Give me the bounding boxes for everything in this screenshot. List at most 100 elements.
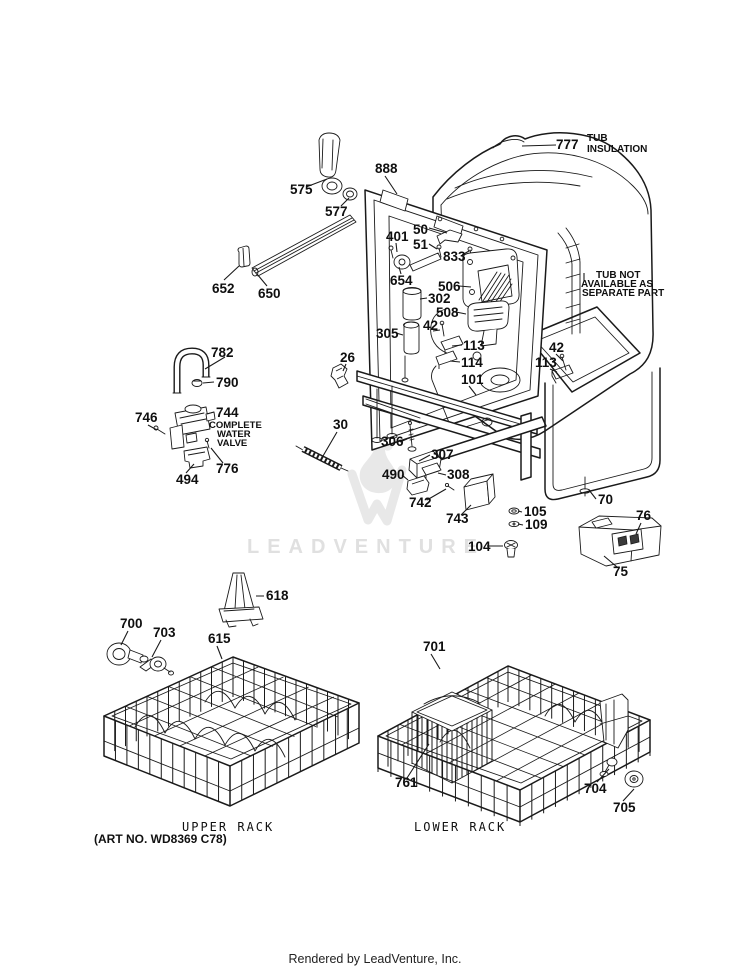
part-label-76: 76 xyxy=(636,508,652,523)
part-label-109: 109 xyxy=(525,517,548,532)
cone-618 xyxy=(218,572,264,628)
part-label-75: 75 xyxy=(613,564,629,579)
watermark-text: LEADVENTURE xyxy=(247,536,485,558)
ring-577 xyxy=(342,187,358,201)
part-label-113-left: 113 xyxy=(463,338,485,353)
note-tub-insulation-1: TUB xyxy=(587,133,608,144)
fill-hose-782 xyxy=(172,347,211,394)
part-label-703: 703 xyxy=(153,625,176,640)
part-label-401: 401 xyxy=(386,229,409,244)
door-latch-75-drawing xyxy=(578,515,662,567)
part-label-114: 114 xyxy=(461,355,483,370)
part-label-746: 746 xyxy=(135,410,158,425)
bracket-50 xyxy=(436,229,463,245)
clamp-790 xyxy=(191,379,203,387)
part-label-50: 50 xyxy=(413,222,428,237)
part-label-306: 306 xyxy=(381,434,404,449)
part-label-101: 101 xyxy=(461,372,484,387)
footer-credit: Rendered by LeadVenture, Inc. xyxy=(288,952,461,966)
rack-corner-mount xyxy=(599,693,629,749)
bracket-114 xyxy=(435,350,458,369)
part-label-307: 307 xyxy=(431,447,454,462)
screw-742 xyxy=(444,482,455,491)
part-label-888: 888 xyxy=(375,161,398,176)
bracket-26 xyxy=(330,363,349,389)
part-label-30: 30 xyxy=(333,417,348,432)
screw-776 xyxy=(204,437,210,449)
part-label-776: 776 xyxy=(216,461,239,476)
part-label-833: 833 xyxy=(443,249,466,264)
tub-insulation-fold xyxy=(557,227,581,335)
vent-grille-506 xyxy=(462,248,520,308)
part-label-508: 508 xyxy=(436,305,459,320)
part-label-105: 105 xyxy=(524,504,547,519)
part-label-618: 618 xyxy=(266,588,289,603)
clip-652 xyxy=(237,245,251,268)
silverware-basket-761 xyxy=(411,691,493,784)
upper-rack-drawing xyxy=(103,656,360,807)
leadventure-watermark: LEADVENTURE xyxy=(247,414,485,558)
roller-700 xyxy=(106,642,149,666)
base-frame-drawing xyxy=(356,367,661,501)
part-label-305: 305 xyxy=(376,326,399,341)
part-label-308: 308 xyxy=(447,467,470,482)
door-gasket-650 xyxy=(251,214,357,277)
screw-104 xyxy=(504,540,518,558)
part-label-490: 490 xyxy=(382,467,405,482)
leader-lines xyxy=(120,144,642,802)
detergent-dispenser-parts xyxy=(388,229,473,383)
part-label-302: 302 xyxy=(428,291,451,306)
note-valve-3: VALVE xyxy=(217,438,247,449)
part-label-704: 704 xyxy=(584,781,607,796)
part-label-744: 744 xyxy=(216,405,239,420)
part-label-650: 650 xyxy=(258,286,281,301)
inner-door-panel-drawing xyxy=(364,189,548,451)
part-label-700: 700 xyxy=(120,616,143,631)
watermark-v-icon xyxy=(347,465,407,526)
tub-bottom-shelf xyxy=(526,306,641,393)
bracket-494 xyxy=(183,446,211,469)
part-label-705: 705 xyxy=(613,800,636,815)
note-tub-na-3: SEPARATE PART xyxy=(582,288,664,299)
part-label-777: 777 xyxy=(556,137,579,152)
part-label-652: 652 xyxy=(212,281,235,296)
door-spring-30 xyxy=(295,445,349,472)
part-label-742: 742 xyxy=(409,495,432,510)
switch-490 xyxy=(406,475,430,496)
part-label-506: 506 xyxy=(438,279,461,294)
wheel-705 xyxy=(624,770,644,788)
nut-105 xyxy=(508,507,520,515)
part-label-761: 761 xyxy=(395,775,418,790)
screw-306 xyxy=(407,421,417,452)
part-label-494: 494 xyxy=(176,472,199,487)
part-label-42-left: 42 xyxy=(423,318,438,333)
cylinder-302 xyxy=(402,287,422,321)
caption-upper-rack: UPPER RACK xyxy=(182,820,274,834)
caption-lower-rack: LOWER RACK xyxy=(414,820,506,834)
part-label-113-right: 113 xyxy=(535,355,557,370)
art-number: (ART NO. WD8369 C78) xyxy=(94,832,227,846)
axle-703 xyxy=(139,656,174,676)
part-labels: 777 TUB INSULATION 888 575 577 652 650 4… xyxy=(120,133,664,815)
part-label-577: 577 xyxy=(325,204,348,219)
lower-rack-drawing xyxy=(377,665,651,826)
part-label-790: 790 xyxy=(216,375,239,390)
part-label-51: 51 xyxy=(413,237,429,252)
part-label-615: 615 xyxy=(208,631,231,646)
part-label-26: 26 xyxy=(340,350,356,365)
screw-70 xyxy=(579,476,591,497)
door-hinge-tab xyxy=(379,189,409,212)
part-label-104: 104 xyxy=(468,539,491,554)
part-label-70: 70 xyxy=(598,492,613,507)
bracket-113-left xyxy=(440,335,464,354)
part-label-701: 701 xyxy=(423,639,446,654)
part-label-782: 782 xyxy=(211,345,234,360)
fill-tube xyxy=(430,308,448,354)
note-tub-na-2: AVAILABLE AS xyxy=(581,279,653,290)
washer-109 xyxy=(508,520,520,528)
screw-746 xyxy=(153,425,166,435)
note-tub-na-1: TUB NOT xyxy=(596,270,640,281)
water-valve-744-drawing xyxy=(169,404,216,450)
part-label-743: 743 xyxy=(446,511,469,526)
